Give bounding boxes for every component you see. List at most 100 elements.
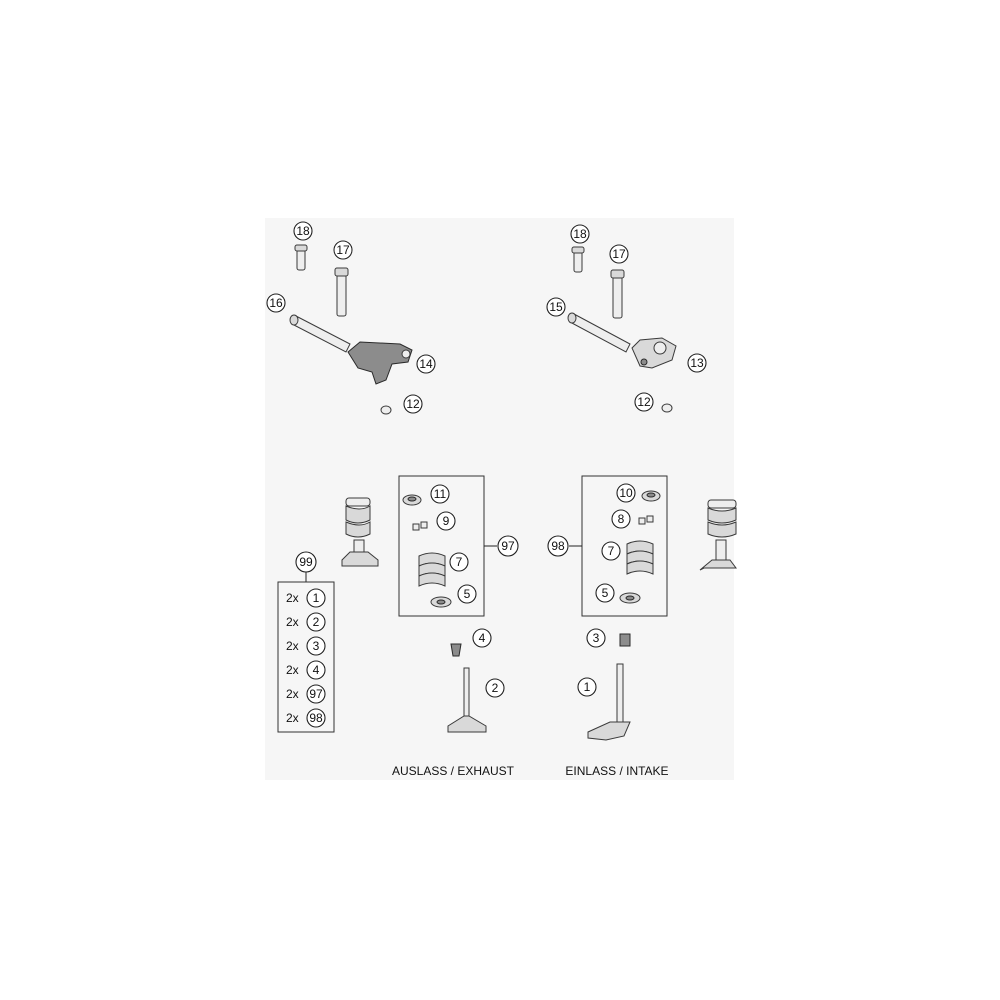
svg-text:17: 17 bbox=[612, 247, 626, 261]
svg-text:97: 97 bbox=[309, 687, 323, 701]
callout-14: 14 bbox=[416, 354, 436, 374]
part-8-valve-cotters bbox=[638, 515, 654, 525]
part-12-left-pad bbox=[380, 405, 392, 415]
kit-99-box bbox=[277, 581, 335, 733]
svg-text:98: 98 bbox=[551, 539, 565, 553]
callout-18-left: 18 bbox=[293, 221, 313, 241]
callout-5-left: 5 bbox=[457, 584, 477, 604]
kit-99-callout: 98 bbox=[306, 708, 326, 728]
svg-text:18: 18 bbox=[573, 227, 587, 241]
intake-valve-assembly-illustration bbox=[699, 499, 737, 571]
exhaust-valve-assembly-illustration bbox=[341, 497, 379, 567]
part-17-left-bolt bbox=[334, 267, 349, 317]
svg-text:7: 7 bbox=[608, 544, 615, 558]
callout-18-right: 18 bbox=[570, 224, 590, 244]
callout-2: 2 bbox=[485, 678, 505, 698]
svg-text:14: 14 bbox=[419, 357, 433, 371]
part-5-spring-seat-exhaust bbox=[430, 596, 452, 608]
part-7-valve-spring-exhaust bbox=[418, 552, 446, 587]
svg-text:5: 5 bbox=[602, 586, 609, 600]
kit-99-row: 2x 1 bbox=[286, 588, 326, 608]
part-2-exhaust-valve bbox=[447, 667, 487, 733]
svg-text:7: 7 bbox=[456, 555, 463, 569]
svg-text:4: 4 bbox=[313, 663, 320, 677]
svg-text:3: 3 bbox=[313, 639, 320, 653]
svg-text:2: 2 bbox=[313, 615, 320, 629]
part-15-rocker-shaft bbox=[567, 312, 631, 353]
kit-99-callout: 2 bbox=[306, 612, 326, 632]
part-18-right-screw bbox=[571, 246, 585, 273]
callout-9: 9 bbox=[436, 511, 456, 531]
part-18-left-screw bbox=[294, 244, 308, 271]
part-7-valve-spring-intake bbox=[626, 540, 654, 575]
exhaust-label: AUSLASS / EXHAUST bbox=[392, 764, 515, 778]
callout-8: 8 bbox=[611, 509, 631, 529]
part-16-rocker-shaft bbox=[289, 314, 351, 353]
svg-text:98: 98 bbox=[309, 711, 323, 725]
part-17-right-bolt bbox=[610, 269, 625, 319]
kit-99-quantity: 2x bbox=[286, 591, 299, 605]
svg-text:99: 99 bbox=[299, 555, 313, 569]
part-10-spring-retainer bbox=[641, 490, 661, 502]
svg-text:1: 1 bbox=[313, 591, 320, 605]
svg-text:1: 1 bbox=[584, 680, 591, 694]
callout-7-left: 7 bbox=[449, 552, 469, 572]
kit-99-quantity: 2x bbox=[286, 711, 299, 725]
callout-16: 16 bbox=[266, 293, 286, 313]
callout-17-left: 17 bbox=[333, 240, 353, 260]
callout-17-right: 17 bbox=[609, 244, 629, 264]
part-3-valve-stem-seal-intake bbox=[619, 633, 631, 647]
svg-text:12: 12 bbox=[637, 395, 651, 409]
kit-99-row: 2x 4 bbox=[286, 660, 326, 680]
svg-text:15: 15 bbox=[549, 300, 563, 314]
kit-99-row: 2x 98 bbox=[286, 708, 326, 728]
kit-99-quantity: 2x bbox=[286, 639, 299, 653]
part-1-intake-valve bbox=[587, 663, 631, 741]
kit-99-callout: 4 bbox=[306, 660, 326, 680]
callout-97: 97 bbox=[497, 535, 519, 557]
kit-99-callout: 3 bbox=[306, 636, 326, 656]
intake-label: EINLASS / INTAKE bbox=[565, 764, 668, 778]
svg-text:16: 16 bbox=[269, 296, 283, 310]
kit-99-quantity: 2x bbox=[286, 615, 299, 629]
svg-text:4: 4 bbox=[479, 631, 486, 645]
callout-1: 1 bbox=[577, 677, 597, 697]
kit-99-row: 2x 3 bbox=[286, 636, 326, 656]
callout-11: 11 bbox=[430, 484, 450, 504]
callout-13: 13 bbox=[687, 353, 707, 373]
svg-text:9: 9 bbox=[443, 514, 450, 528]
kit-99-quantity: 2x bbox=[286, 663, 299, 677]
svg-text:11: 11 bbox=[434, 487, 447, 501]
callout-12-left: 12 bbox=[403, 394, 423, 414]
part-12-right-pad bbox=[661, 403, 673, 413]
callout-10: 10 bbox=[616, 483, 636, 503]
callout-3: 3 bbox=[586, 628, 606, 648]
svg-text:97: 97 bbox=[501, 539, 515, 553]
svg-text:18: 18 bbox=[296, 224, 310, 238]
part-5-spring-seat-intake bbox=[619, 592, 641, 604]
svg-text:5: 5 bbox=[464, 587, 471, 601]
svg-text:13: 13 bbox=[690, 356, 704, 370]
svg-text:17: 17 bbox=[336, 243, 350, 257]
svg-text:2: 2 bbox=[492, 681, 499, 695]
kit-99-callout: 1 bbox=[306, 588, 326, 608]
svg-text:3: 3 bbox=[593, 631, 600, 645]
callout-4: 4 bbox=[472, 628, 492, 648]
svg-text:10: 10 bbox=[619, 486, 633, 500]
part-13-rocker-arm-intake bbox=[631, 337, 677, 369]
callout-99: 99 bbox=[295, 551, 317, 573]
callout-12-right: 12 bbox=[634, 392, 654, 412]
svg-text:8: 8 bbox=[618, 512, 625, 526]
part-4-valve-stem-seal-exhaust bbox=[450, 643, 462, 657]
kit-99-row: 2x 2 bbox=[286, 612, 326, 632]
callout-5-right: 5 bbox=[595, 583, 615, 603]
part-9-valve-cotters bbox=[412, 521, 428, 531]
kit-99-callout: 97 bbox=[306, 684, 326, 704]
callout-7-right: 7 bbox=[601, 541, 621, 561]
part-14-rocker-arm-exhaust bbox=[347, 341, 413, 385]
callout-98: 98 bbox=[547, 535, 569, 557]
callout-15: 15 bbox=[546, 297, 566, 317]
